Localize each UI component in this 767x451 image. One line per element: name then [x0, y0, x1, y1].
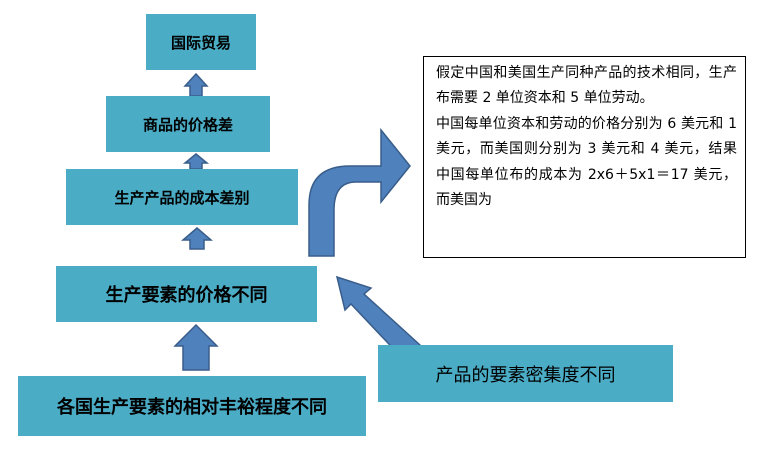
box-label: 生产产品的成本差别 [114, 188, 250, 207]
up-arrow-1 [183, 72, 209, 97]
box-factor-abundance: 各国生产要素的相对丰裕程度不同 [18, 376, 366, 436]
box-factor-intensity: 产品的要素密集度不同 [378, 345, 673, 402]
box-international-trade: 国际贸易 [146, 14, 256, 70]
box-cost-difference: 生产产品的成本差别 [66, 169, 298, 225]
box-price-difference: 商品的价格差 [106, 96, 270, 152]
box-label: 各国生产要素的相对丰裕程度不同 [57, 397, 327, 418]
example-note: 假定中国和美国生产同种产品的技术相同，生产布需要 2 单位资本和 5 单位劳动。… [423, 56, 746, 258]
up-arrow-2 [182, 153, 210, 170]
box-label: 生产要素的价格不同 [105, 285, 268, 306]
box-factor-price-difference: 生产要素的价格不同 [56, 266, 317, 322]
box-label: 产品的要素密集度不同 [435, 364, 616, 386]
box-label: 国际贸易 [170, 33, 231, 52]
up-arrow-4 [173, 323, 219, 371]
note-paragraph-1: 假定中国和美国生产同种产品的技术相同，生产布需要 2 单位资本和 5 单位劳动。 [436, 65, 737, 107]
bent-arrow [308, 127, 411, 257]
box-label: 商品的价格差 [142, 115, 233, 134]
up-arrow-3 [180, 227, 214, 250]
note-paragraph-2: 中国每单位资本和劳动的价格分别为 6 美元和 1 美元，而美国则分别为 3 美元… [436, 115, 737, 209]
